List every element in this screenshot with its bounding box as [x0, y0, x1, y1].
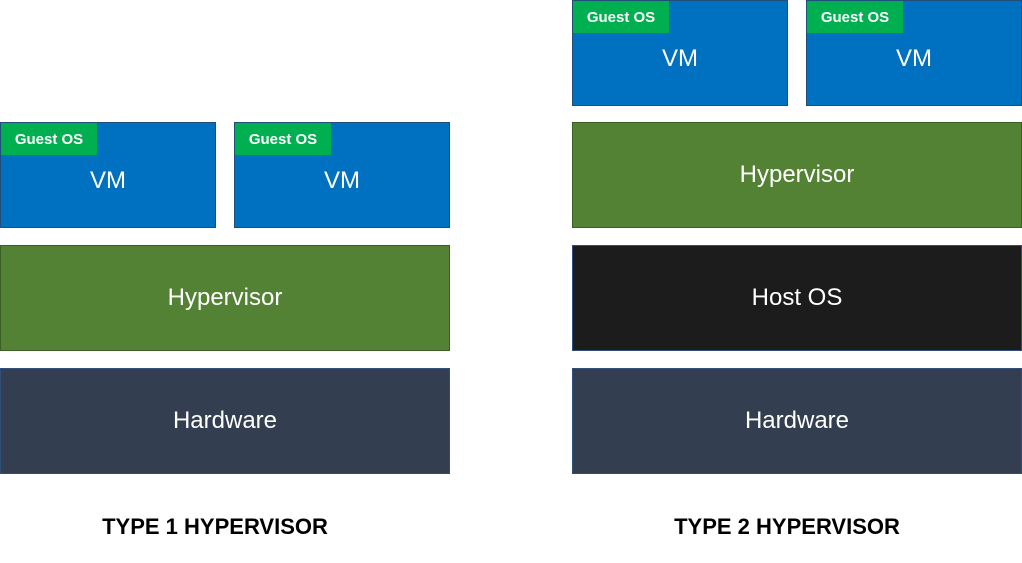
type2-hypervisor-layer: Hypervisor — [572, 122, 1022, 228]
type2-host-os-layer: Host OS — [572, 245, 1022, 351]
type1-vm-2-label: VM — [324, 167, 360, 194]
type1-caption: TYPE 1 HYPERVISOR — [102, 514, 328, 539]
type2-vm-2: Guest OS VM — [806, 0, 1022, 106]
type2-vm-1-guest-os-tag: Guest OS — [573, 1, 669, 33]
type1-vm-2-guest-os-tag: Guest OS — [235, 123, 331, 155]
type2-vm-1: Guest OS VM — [572, 0, 788, 106]
type1-hypervisor-label: Hypervisor — [167, 284, 283, 311]
type1-vm-1-label: VM — [90, 167, 126, 194]
type2-vm-1-label: VM — [662, 45, 698, 72]
type1-vm-1: Guest OS VM — [0, 122, 216, 228]
type2-vm-2-label: VM — [896, 45, 932, 72]
type2-hardware-layer: Hardware — [572, 368, 1022, 474]
type2-host-os-label: Host OS — [751, 284, 843, 311]
type1-vm-2: Guest OS VM — [234, 122, 450, 228]
type1-hardware-label: Hardware — [172, 407, 278, 434]
type1-hardware-layer: Hardware — [0, 368, 450, 474]
type2-vm-2-guest-os-tag: Guest OS — [807, 1, 903, 33]
type2-hypervisor-label: Hypervisor — [739, 161, 855, 188]
type1-vm-1-guest-os-tag: Guest OS — [1, 123, 97, 155]
type2-caption: TYPE 2 HYPERVISOR — [674, 514, 900, 539]
type2-hardware-label: Hardware — [744, 407, 850, 434]
type1-hypervisor-layer: Hypervisor — [0, 245, 450, 351]
